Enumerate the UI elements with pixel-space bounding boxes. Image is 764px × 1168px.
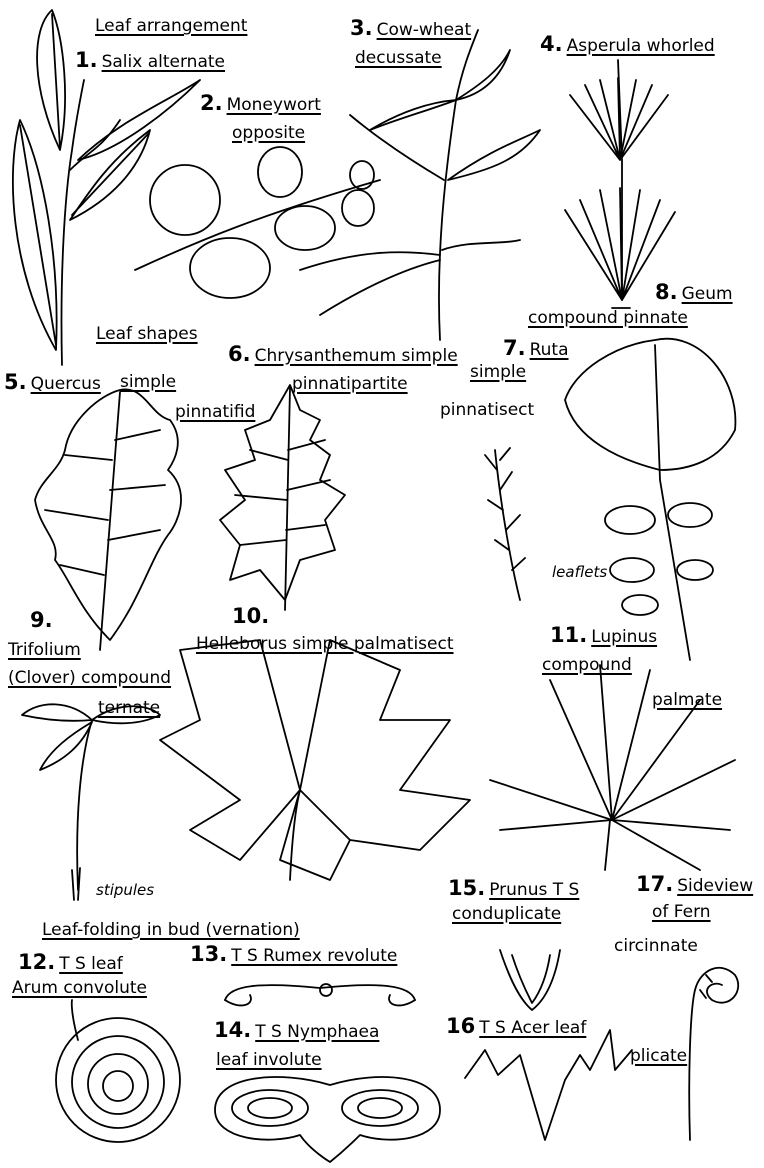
- section-title-vernation: Leaf-folding in bud (vernation): [42, 920, 300, 940]
- helleborus-drawing: [160, 640, 470, 880]
- moneywort-drawing: [135, 147, 380, 298]
- figure-3-label: 3.Cow-wheat: [350, 18, 471, 40]
- figure-11-caption: palmate: [652, 690, 722, 710]
- figure-8-caption: compound pinnate: [528, 308, 688, 328]
- figure-17-label: 17.Sideview: [636, 874, 753, 896]
- figure-10-number: 10.: [232, 606, 273, 628]
- figure-5-label: 5.Quercus: [4, 372, 101, 394]
- figure-6-caption: pinnatipartite: [292, 374, 408, 394]
- figure-2-label: 2.Moneywort: [200, 93, 321, 115]
- figure-9-caption: ternate: [98, 698, 160, 718]
- figure-10-label: Helleborus simple palmatisect: [196, 634, 454, 654]
- asperula-drawing: [565, 60, 675, 308]
- figure-16-caption: plicate: [630, 1046, 687, 1066]
- figure-15-caption: conduplicate: [452, 904, 561, 924]
- figure-15-label: 15.Prunus T S: [448, 878, 579, 900]
- figure-12-label: 12.T S leaf: [18, 952, 123, 974]
- section-title-leaf-shapes: Leaf shapes: [96, 324, 198, 344]
- figure-9-compound: (Clover) compound: [8, 668, 171, 688]
- section-title-leaf-arrangement: Leaf arrangement: [95, 16, 247, 36]
- figure-17-caption: circinnate: [614, 936, 698, 956]
- figure-17-of-fern: of Fern: [652, 902, 711, 922]
- figure-8-label: 8.Geum: [655, 282, 733, 304]
- acer-plicate-drawing: [465, 1030, 632, 1140]
- prunus-conduplicate-drawing: [500, 950, 560, 1010]
- figure-9-number: 9.: [30, 610, 57, 632]
- figure-5-caption: pinnatifid: [175, 402, 255, 422]
- figure-7-label: 7.Ruta: [503, 338, 569, 360]
- ruta-drawing: [485, 448, 525, 600]
- figure-13-label: 13.T S Rumex revolute: [190, 944, 397, 966]
- fern-circinnate-drawing: [689, 968, 738, 1140]
- figure-3-caption: decussate: [355, 48, 442, 68]
- figure-7-caption: pinnatisect: [440, 400, 534, 420]
- figure-11-compound: compound: [542, 655, 632, 675]
- quercus-drawing: [35, 389, 181, 650]
- figure-9-label: Trifolium: [8, 640, 81, 660]
- cow-wheat-drawing: [300, 30, 540, 340]
- figure-8-leaflets-annotation: leaflets: [552, 562, 607, 582]
- figure-5-shape: simple: [120, 372, 176, 392]
- nymphaea-involute-drawing: [215, 1077, 440, 1162]
- figure-4-label: 4.Asperula whorled: [540, 34, 715, 56]
- arum-convolute-drawing: [56, 1000, 180, 1142]
- trifolium-drawing: [22, 704, 160, 900]
- rumex-revolute-drawing: [225, 984, 415, 1005]
- figure-7-shape: simple: [470, 362, 526, 382]
- figure-9-stipules-annotation: stipules: [96, 880, 154, 900]
- figure-14-caption: leaf involute: [216, 1050, 322, 1070]
- geum-drawing: [565, 339, 735, 660]
- figure-1-label: 1.Salix alternate: [75, 50, 225, 72]
- figure-6-label: 6.Chrysanthemum simple: [228, 344, 458, 366]
- figure-11-label: 11.Lupinus: [550, 625, 657, 647]
- figure-12-caption: Arum convolute: [12, 978, 147, 998]
- figure-2-caption: opposite: [232, 123, 305, 143]
- figure-14-label: 14.T S Nymphaea: [214, 1020, 379, 1042]
